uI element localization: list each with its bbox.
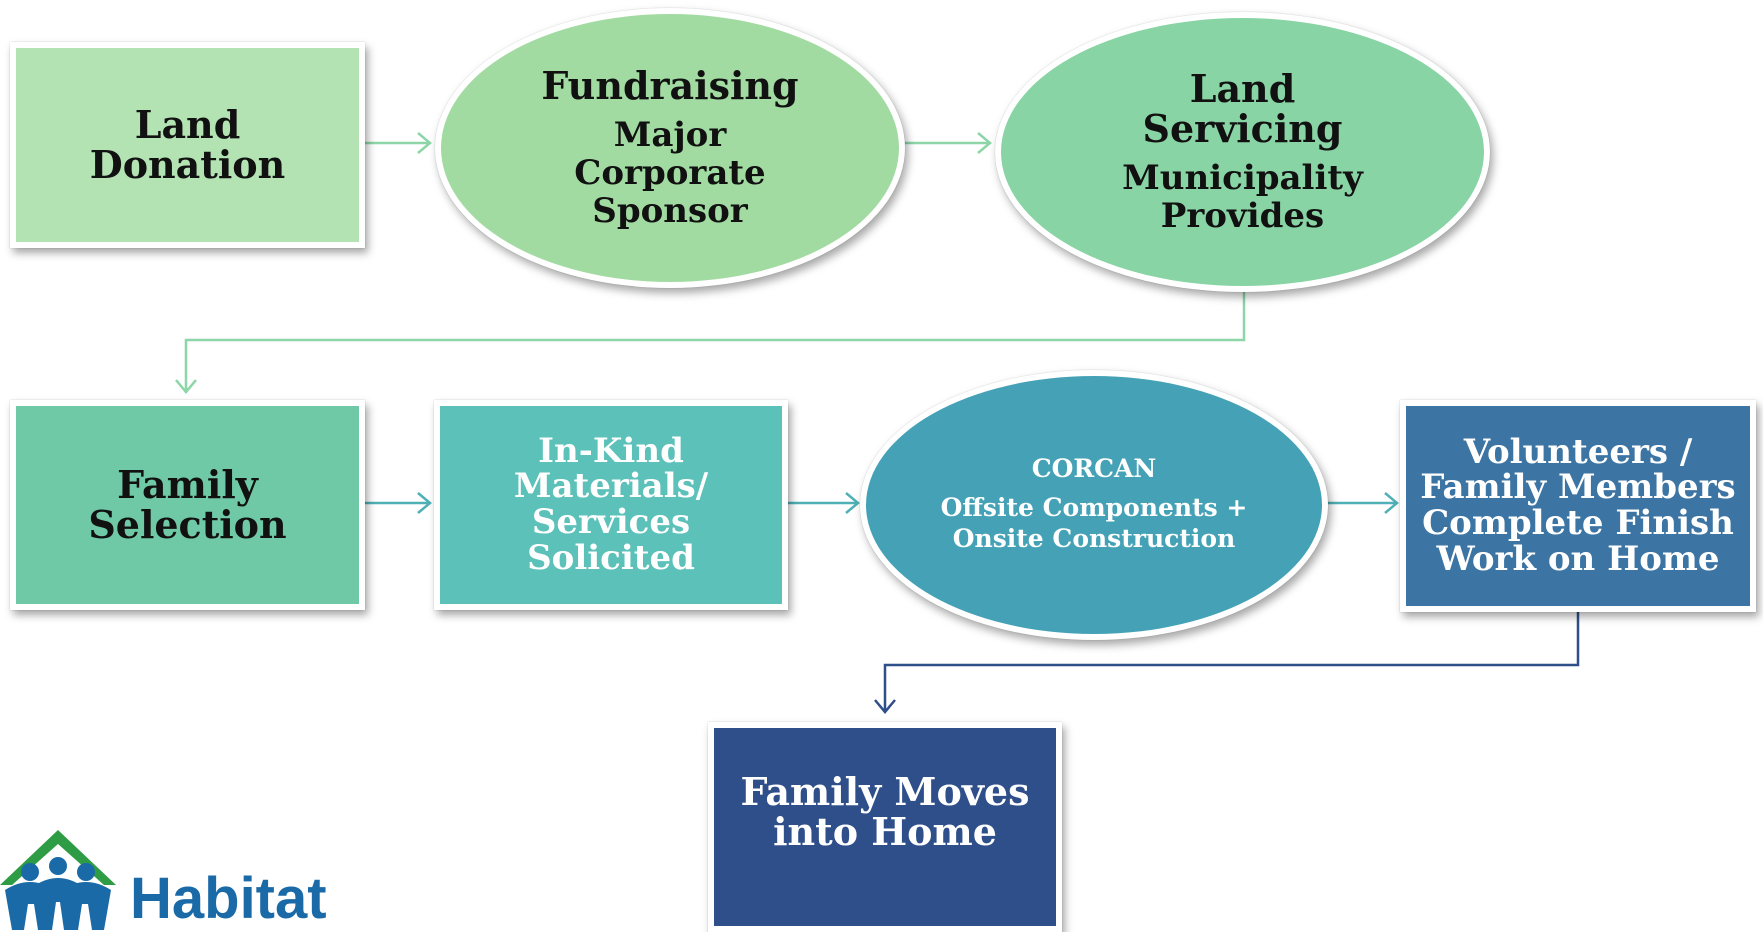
house-roof-icon xyxy=(0,830,116,885)
corcan-title: CORCAN xyxy=(1031,453,1157,483)
corcan-subtitle: Offsite Components + Onsite Construction xyxy=(940,492,1248,554)
in-kind-box: In-Kind Materials/ Services Solicited xyxy=(434,400,788,610)
arrow-land-servicing-to-family-selection xyxy=(175,288,1246,394)
family-selection-title: Family Selection xyxy=(88,462,287,547)
in-kind-title: In-Kind Materials/ Services Solicited xyxy=(513,430,709,578)
family-moves-box: Family Moves into Home xyxy=(708,722,1062,932)
land-donation-title: Land Donation xyxy=(89,102,286,187)
land-donation-box: Land Donation xyxy=(10,42,365,248)
logo-wordmark: Habitat xyxy=(130,866,327,930)
arrow-corcan-to-volunteers xyxy=(1328,492,1399,514)
land-servicing-ellipse: Land Servicing Municipality Provides xyxy=(995,12,1490,292)
arrow-volunteers-to-moves-in xyxy=(874,612,1580,714)
family-selection-box: Family Selection xyxy=(10,400,365,610)
fundraising-subtitle: Major Corporate Sponsor xyxy=(574,114,766,231)
family-moves-title: Family Moves into Home xyxy=(740,769,1030,854)
volunteers-box: Volunteers / Family Members Complete Fin… xyxy=(1400,400,1756,612)
land-servicing-subtitle: Municipality Provides xyxy=(1122,157,1363,236)
arrow-family-selection-to-in-kind xyxy=(365,492,432,514)
people-figures-icon xyxy=(5,857,111,930)
land-servicing-title: Land Servicing xyxy=(1142,66,1343,151)
arrow-in-kind-to-corcan xyxy=(788,492,860,514)
volunteers-title: Volunteers / Family Members Complete Fin… xyxy=(1420,431,1736,579)
arrow-fundraising-to-land-servicing xyxy=(905,132,992,154)
arrow-land-to-fundraising xyxy=(365,132,432,154)
fundraising-title: Fundraising xyxy=(541,62,799,108)
habitat-logo: Habitat xyxy=(0,830,327,930)
fundraising-ellipse: Fundraising Major Corporate Sponsor xyxy=(435,8,905,288)
corcan-ellipse: CORCAN Offsite Components + Onsite Const… xyxy=(860,370,1328,640)
